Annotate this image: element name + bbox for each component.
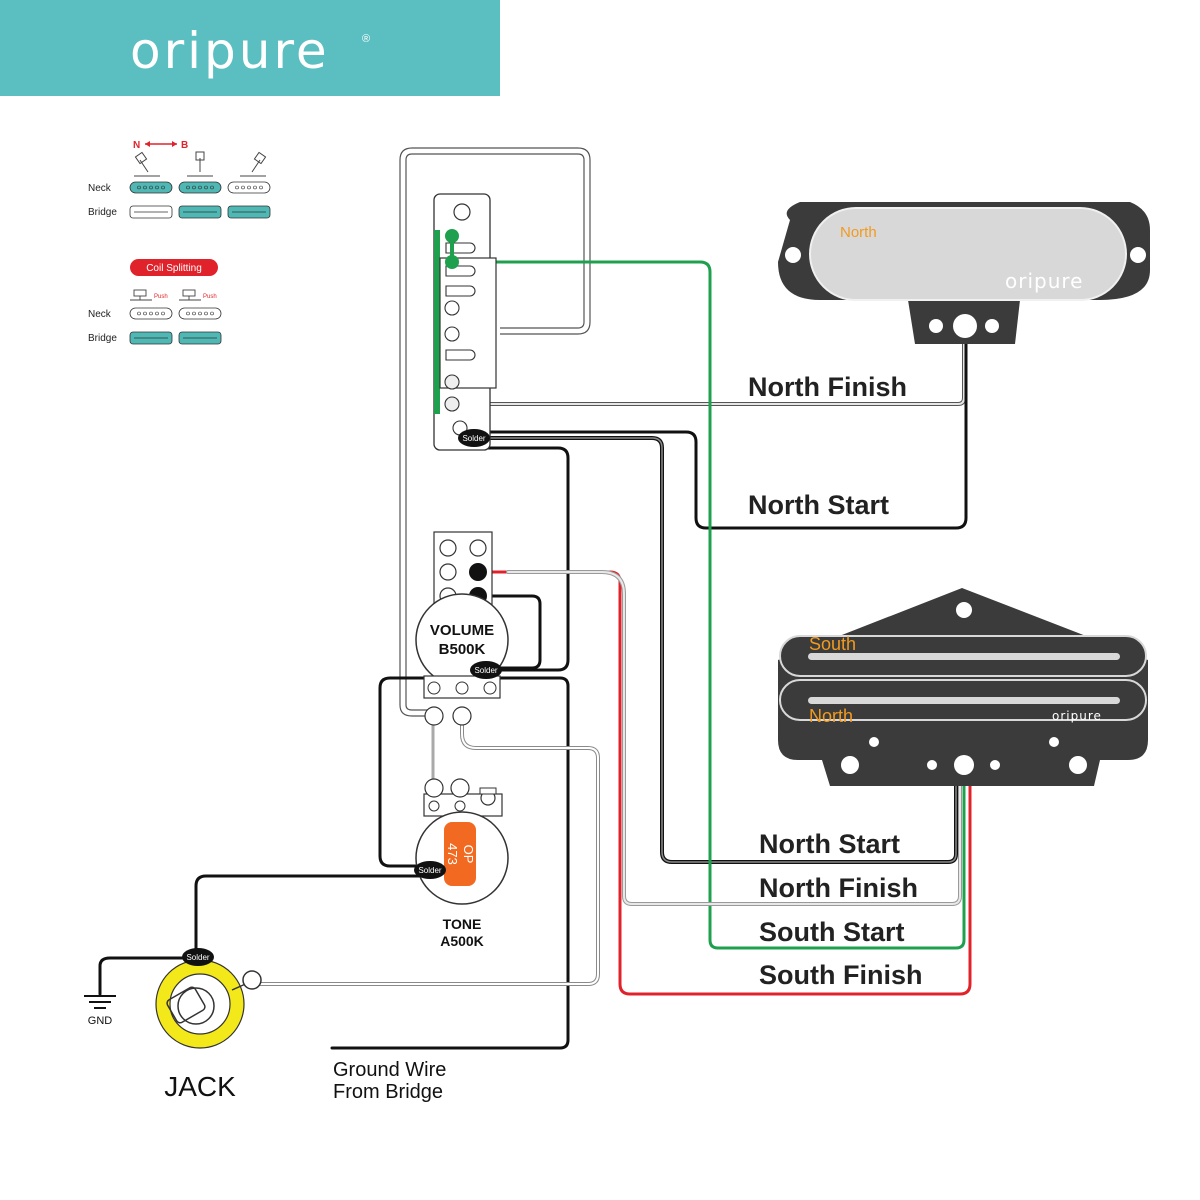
bridge-pickup bbox=[778, 588, 1148, 786]
neck-lead-north-start: North Start bbox=[748, 490, 889, 520]
bridge-lead-north-finish: North Finish bbox=[759, 873, 918, 903]
push-label-1: Push bbox=[154, 294, 168, 300]
solder-volume-label: Solder bbox=[474, 666, 497, 675]
coil-split-label: Coil Splitting bbox=[146, 263, 202, 274]
wire-bridge-south-start bbox=[450, 260, 966, 950]
solder-jack bbox=[182, 948, 214, 966]
ground-wire-label-2: From Bridge bbox=[333, 1081, 443, 1103]
tone-label-2: A500K bbox=[440, 933, 484, 949]
tone-capacitor bbox=[444, 822, 476, 886]
switch-direction-n: N bbox=[133, 140, 140, 151]
solder-switch bbox=[458, 429, 490, 447]
switch-lever-icon bbox=[134, 151, 267, 177]
switch-direction-b: B bbox=[181, 140, 188, 151]
ground-wire-label-1: Ground Wire bbox=[333, 1059, 446, 1081]
bridge-lead-south-finish: South Finish bbox=[759, 960, 922, 990]
legend-bridge-label-2: Bridge bbox=[88, 333, 117, 344]
legend-neck-label: Neck bbox=[88, 183, 112, 194]
solder-jack-label: Solder bbox=[186, 953, 209, 962]
bridge-pickup-logo: oripure bbox=[1052, 709, 1102, 723]
neck-lead-north-finish: North Finish bbox=[748, 372, 907, 402]
solder-tone-label: Solder bbox=[418, 866, 441, 875]
solder-volume bbox=[470, 661, 502, 679]
tone-label-1: TONE bbox=[443, 916, 482, 932]
bridge-lead-north-start: North Start bbox=[759, 829, 900, 859]
control-plate bbox=[399, 147, 591, 717]
push-label-2: Push bbox=[203, 294, 217, 300]
header-bar bbox=[0, 0, 500, 96]
capacitor-value: 473 bbox=[445, 843, 460, 865]
bridge-pickup-top-coil-label: South bbox=[809, 634, 856, 654]
neck-pickup-logo: oripure bbox=[1005, 269, 1083, 293]
output-jack bbox=[155, 959, 262, 1049]
legend-neck-label-2: Neck bbox=[88, 309, 112, 320]
registered-mark: ® bbox=[362, 33, 370, 45]
solder-tone bbox=[414, 861, 446, 879]
capacitor-label: OP bbox=[461, 845, 476, 864]
bridge-lead-south-start: South Start bbox=[759, 917, 905, 947]
wires bbox=[98, 260, 972, 1050]
legend: N B Neck Bridge bbox=[88, 140, 271, 345]
coil-split-badge bbox=[130, 259, 218, 276]
ground-symbol-icon bbox=[84, 995, 116, 1009]
ground-wire-from-bridge bbox=[330, 676, 570, 1050]
neck-pickup bbox=[778, 202, 1150, 344]
neck-pickup-pole-label: North bbox=[840, 224, 877, 241]
push-pot-icon bbox=[130, 289, 201, 301]
wire-neck-north-start bbox=[473, 342, 968, 530]
volume-label-2: B500K bbox=[439, 641, 486, 658]
gnd-label: GND bbox=[88, 1015, 113, 1027]
brand-logo: oripure bbox=[130, 22, 330, 80]
volume-label-1: VOLUME bbox=[430, 622, 494, 639]
legend-bridge-label: Bridge bbox=[88, 207, 117, 218]
solder-switch-label: Solder bbox=[462, 434, 485, 443]
pickup-selector-switch bbox=[433, 193, 497, 451]
bridge-pickup-bottom-coil-label: North bbox=[809, 706, 853, 726]
jack-label: JACK bbox=[164, 1071, 236, 1102]
